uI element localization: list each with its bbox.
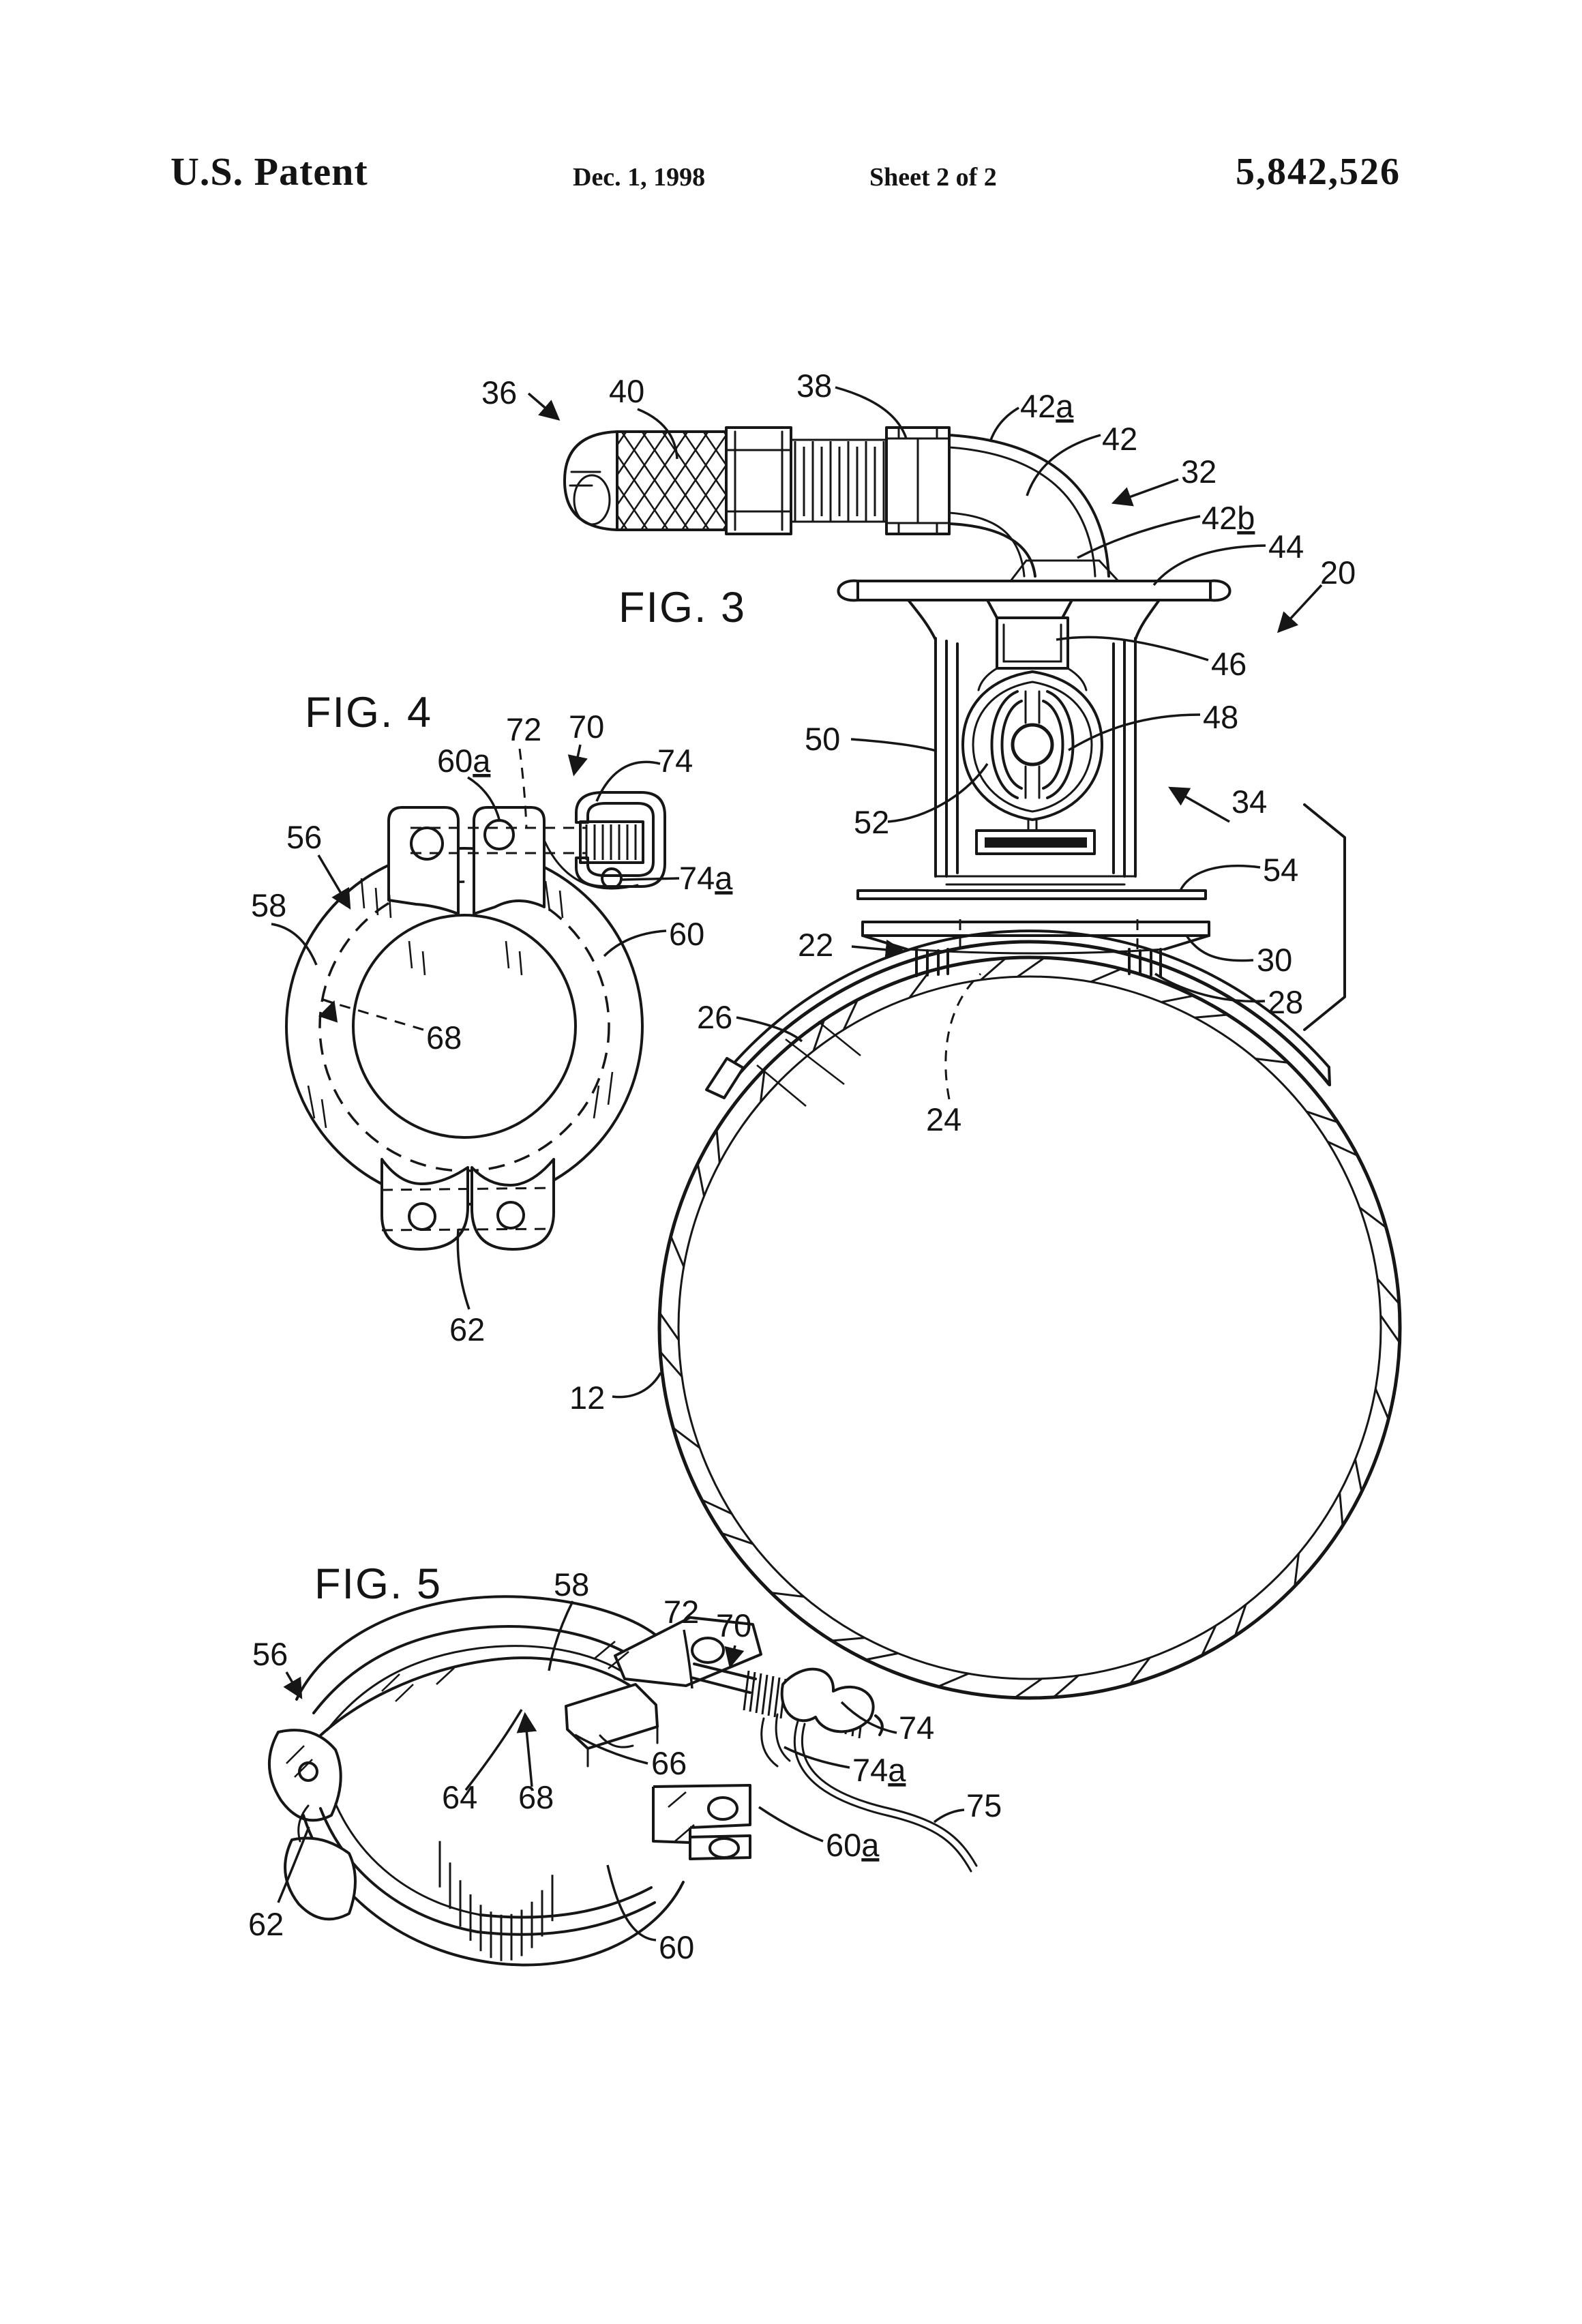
fig3-label-44: 44: [1268, 528, 1304, 565]
fig3-label-38: 38: [796, 368, 832, 404]
pipe-strap: [705, 929, 1331, 1107]
fig4-label-60a: 60a: [437, 743, 491, 779]
fig3-reference-numerals: 36 40 38 42a 42 32 42b 44 20 46 48 50 52…: [481, 368, 1356, 1416]
fig4-label-72: 72: [506, 711, 541, 747]
fig5-label-64: 64: [442, 1779, 477, 1815]
fig5-label-68: 68: [518, 1779, 554, 1815]
gasket-plate: [856, 889, 1207, 900]
fig3-label-40: 40: [609, 373, 644, 409]
fig5-label-62: 62: [248, 1906, 284, 1942]
lower-clamp-half: [284, 1784, 751, 1967]
fig5-label-75: 75: [966, 1787, 1002, 1823]
fig3-label-22: 22: [798, 927, 833, 963]
fig4-label-60: 60: [669, 916, 704, 952]
elbow-fitting: [948, 434, 1120, 582]
fig3-drawing: [527, 386, 1402, 1700]
assembly-bracket: [1303, 803, 1346, 1031]
sprinkler-body: [934, 599, 1137, 886]
fig5-label-74: 74: [899, 1710, 934, 1746]
fig3-caption: FIG. 3: [618, 584, 746, 631]
fig5-label-74a: 74a: [852, 1752, 906, 1788]
lanyard-cable: [793, 1720, 978, 1873]
fig5-label-66: 66: [651, 1745, 687, 1781]
fig3-label-42b: 42b: [1202, 500, 1255, 536]
fig3-label-36: 36: [481, 374, 517, 411]
threaded-nipple: [790, 438, 888, 523]
fig5-label-70: 70: [716, 1607, 751, 1643]
fig5-label-58: 58: [554, 1566, 589, 1603]
braided-hose: [563, 430, 728, 531]
fig3-label-28: 28: [1268, 984, 1303, 1020]
pipe: [657, 955, 1402, 1700]
fig4-leader-lines: [271, 744, 680, 1310]
fig4-label-68: 68: [426, 1019, 462, 1056]
fig3-label-42: 42: [1102, 421, 1137, 457]
hose-fitting: [725, 426, 792, 535]
clamp-ring: [285, 847, 644, 1206]
fig5-drawing: [267, 1595, 978, 1967]
patent-number: 5,842,526: [1236, 151, 1401, 193]
fig4-caption: FIG. 4: [305, 689, 432, 736]
fig3-label-34: 34: [1232, 784, 1267, 820]
sheet-number: Sheet 2 of 2: [869, 163, 997, 192]
fig3-label-50: 50: [805, 721, 840, 757]
fig4-label-70: 70: [569, 709, 604, 745]
fig5-leader-lines: [277, 1600, 965, 1941]
fig3-label-12: 12: [569, 1380, 605, 1416]
fig4-label-74: 74: [657, 743, 693, 779]
coupling-nut: [885, 426, 951, 535]
swing-bolt: [690, 1663, 884, 1768]
fig5-label-60: 60: [659, 1929, 694, 1965]
fig3-label-54: 54: [1263, 852, 1298, 888]
center-bracket: [565, 1683, 659, 1768]
clamp-bolt: [543, 791, 666, 890]
fig5-label-72: 72: [663, 1594, 699, 1630]
mounting-flange: [837, 579, 1232, 641]
fig4-drawing: [271, 744, 680, 1310]
fig5-label-56: 56: [252, 1636, 288, 1672]
fig4-label-58: 58: [251, 887, 286, 923]
fig4-label-56: 56: [286, 819, 322, 855]
fig5-reference-numerals: 58 72 70 56 74 74a 66 64 68 75 60a 60 62: [248, 1566, 1002, 1965]
fig4-label-74a: 74a: [679, 860, 733, 896]
clamp-top-lugs: [387, 806, 586, 915]
patent-office-title: U.S. Patent: [170, 149, 368, 194]
fig5-label-60a: 60a: [826, 1827, 880, 1863]
deflector-assembly: [961, 670, 1103, 855]
fig3-label-52: 52: [854, 804, 889, 840]
fig3-label-32: 32: [1181, 453, 1217, 490]
fig3-label-42a: 42a: [1020, 388, 1074, 424]
fig3-leader-lines: [527, 386, 1323, 1399]
fig3-label-30: 30: [1257, 942, 1292, 978]
issue-date: Dec. 1, 1998: [573, 163, 706, 192]
pipe-wall-hatching: [659, 957, 1401, 1699]
fig4-label-62: 62: [449, 1311, 485, 1347]
fig3-label-26: 26: [697, 999, 732, 1035]
fig5-caption: FIG. 5: [314, 1560, 442, 1608]
hinge-lugs: [380, 1158, 555, 1251]
fig3-label-48: 48: [1203, 699, 1238, 735]
sheet-header: U.S. Patent Dec. 1, 1998 Sheet 2 of 2 5,…: [0, 0, 1582, 218]
fig3-label-46: 46: [1211, 646, 1247, 682]
fig3-label-24: 24: [926, 1101, 961, 1137]
fig3-label-20: 20: [1320, 554, 1356, 591]
fig4-reference-numerals: 56 58 60a 72 70 74 74a 60 68 62: [251, 709, 733, 1347]
